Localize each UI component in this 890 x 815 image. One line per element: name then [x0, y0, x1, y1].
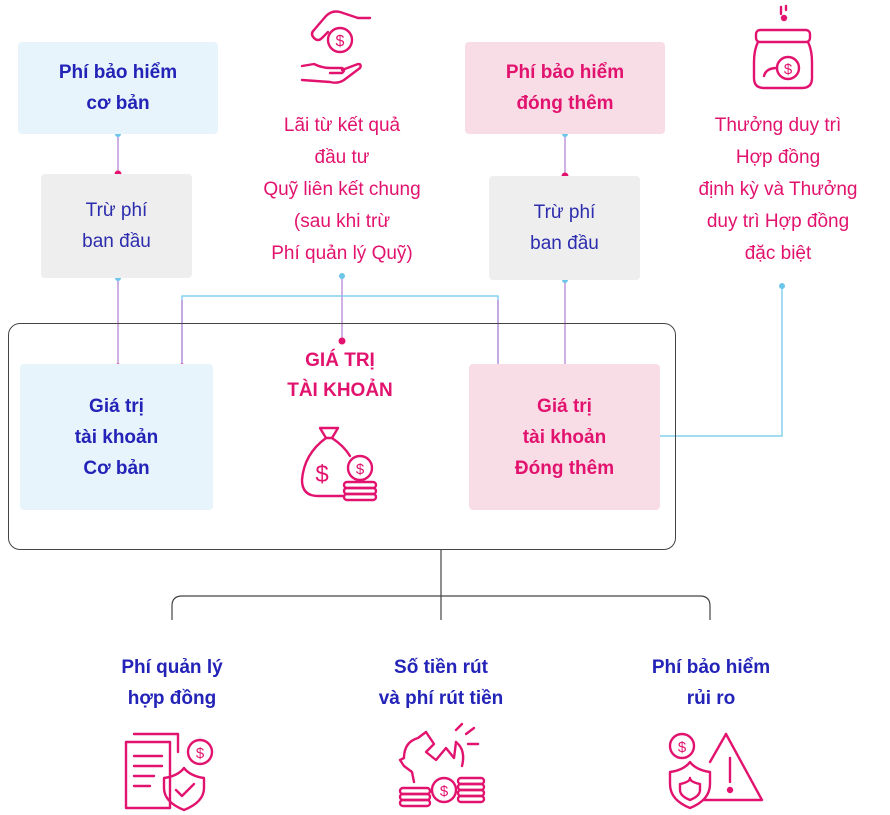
- svg-text:$: $: [196, 745, 205, 762]
- risk-premium-label: Phí bảo hiểm rủi ro: [651, 657, 771, 709]
- money-bag-icon: $ $: [300, 426, 378, 502]
- svg-text:$: $: [315, 461, 328, 488]
- top-up-account-value-box: Giá trị tài khoản Đóng thêm: [469, 364, 660, 510]
- svg-text:$: $: [356, 461, 365, 478]
- money-jar-icon: $: [752, 4, 814, 90]
- admin-fee-label: Phí quản lý hợp đồng: [121, 657, 223, 709]
- svg-text:$: $: [678, 739, 687, 756]
- investment-interest-text: Lãi từ kết quả đầu tư Quỹ liên kết chung…: [263, 115, 421, 264]
- broken-piggy-icon: $: [398, 722, 486, 808]
- initial-charge-topup-box: Trừ phí ban đầu: [489, 176, 640, 280]
- hand-coin-icon: $: [300, 10, 372, 84]
- top-up-premium-box: Phí bảo hiểm đóng thêm: [465, 42, 665, 134]
- account-value-frame: [8, 323, 676, 550]
- svg-text:$: $: [336, 33, 345, 50]
- initial-charge-basic-box: Trừ phí ban đầu: [41, 174, 192, 278]
- basic-premium-box: Phí bảo hiểm cơ bản: [18, 42, 218, 134]
- basic-account-value-box: Giá trị tài khoản Cơ bản: [20, 364, 213, 510]
- svg-text:$: $: [784, 61, 793, 78]
- loyalty-bonus-text: Thưởng duy trì Hợp đồng định kỳ và Thưởn…: [698, 115, 858, 264]
- account-value-title: GIÁ TRỊ TÀI KHOẢN: [287, 350, 393, 401]
- withdrawal-label: Số tiền rút và phí rút tiền: [378, 657, 504, 709]
- shield-warning-icon: $: [668, 732, 764, 810]
- document-shield-icon: $: [124, 732, 214, 812]
- svg-text:$: $: [440, 783, 449, 800]
